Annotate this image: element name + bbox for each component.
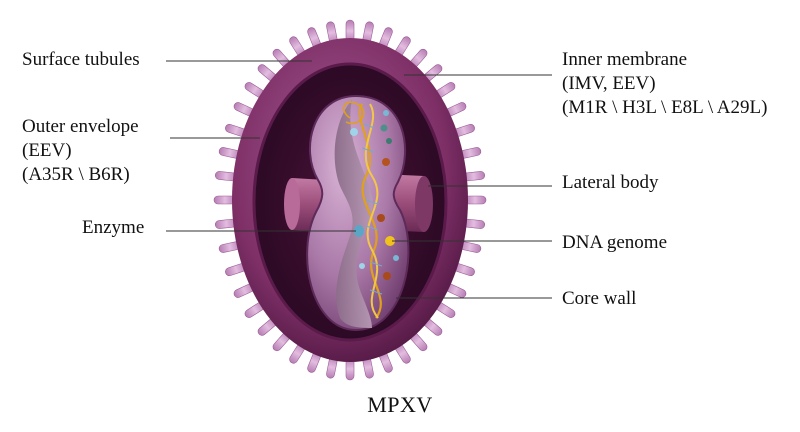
label-dna-genome: DNA genome — [562, 232, 668, 253]
label-core-wall: Core wall — [562, 288, 637, 309]
label-lateral-body: Lateral body — [562, 172, 659, 193]
label-outer-envelope: Outer envelope (EEV) (A35R \ B6R) — [22, 115, 139, 187]
label-outer-envelope-line1: Outer envelope — [22, 116, 139, 137]
label-enzyme: Enzyme — [82, 217, 145, 238]
enzyme-particles — [350, 110, 399, 280]
label-inner-membrane-line3: (M1R \ H3L \ E8L \ A29L) — [562, 97, 768, 118]
label-inner-membrane-line1: Inner membrane — [562, 49, 688, 70]
label-inner-membrane: Inner membrane (IMV, EEV) (M1R \ H3L \ E… — [562, 48, 767, 120]
dna-genome — [343, 101, 383, 319]
leader-lines — [166, 60, 552, 299]
label-outer-envelope-line3: (A35R \ B6R) — [22, 164, 130, 185]
label-surface-tubules: Surface tubules — [22, 49, 140, 70]
label-inner-membrane-line2: (IMV, EEV) — [562, 73, 656, 94]
core-cutaway — [334, 100, 373, 328]
label-outer-envelope-line2: (EEV) — [22, 140, 72, 161]
diagram-title: MPXV — [367, 392, 433, 417]
